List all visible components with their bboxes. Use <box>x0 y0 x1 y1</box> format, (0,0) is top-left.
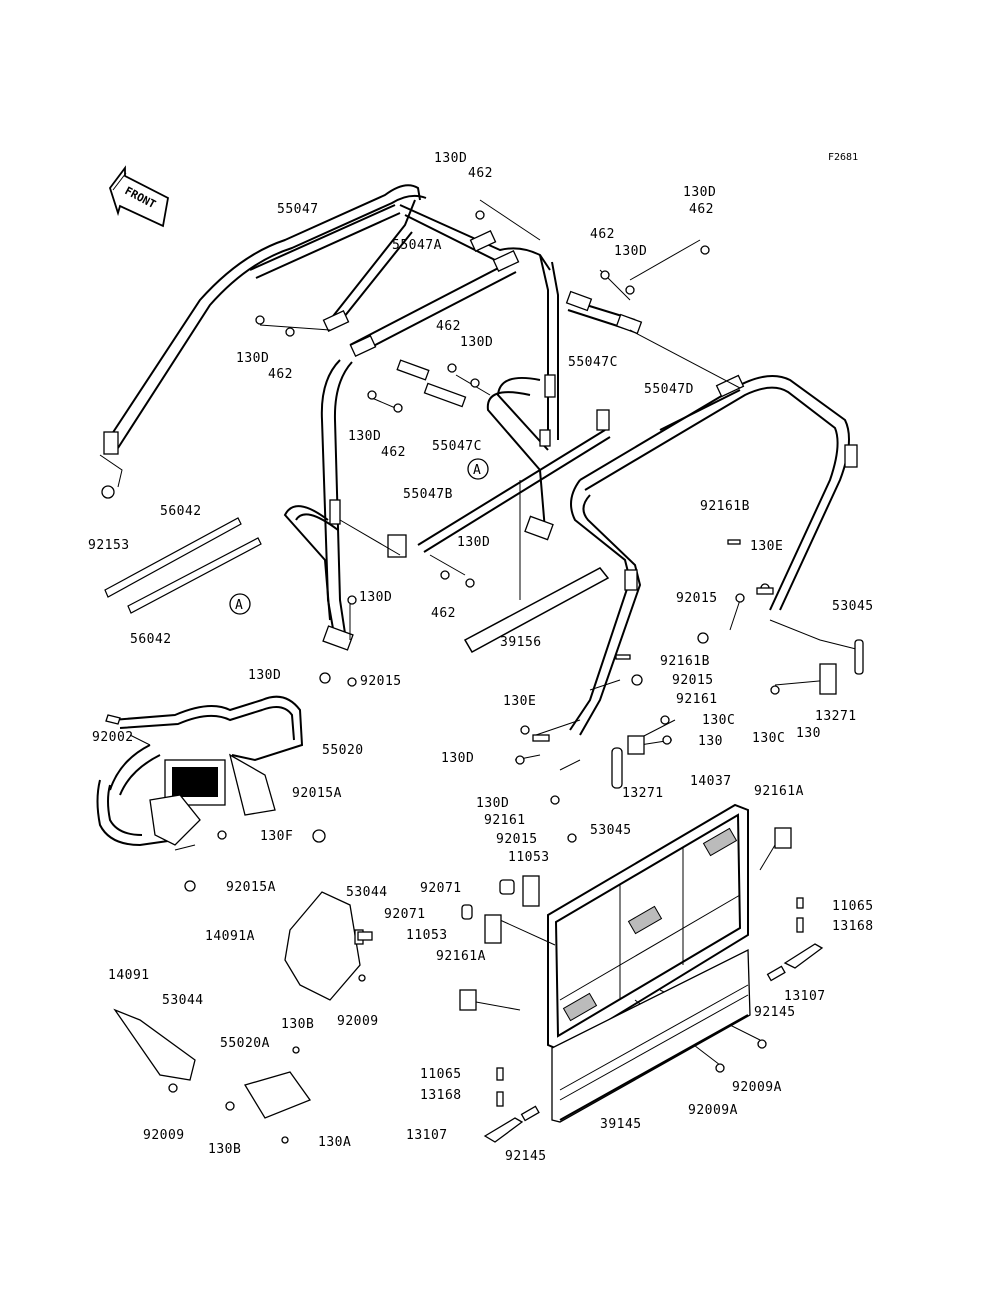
grab-bar-and-strips <box>104 517 610 654</box>
part-label: 92009A <box>688 1103 738 1118</box>
part-label: 462 <box>431 606 456 621</box>
part-label: 92015 <box>360 674 402 689</box>
part-label: 92161B <box>660 654 710 669</box>
part-label: 92153 <box>88 538 130 553</box>
part-label: 130D <box>476 796 509 811</box>
part-label: 55047A <box>392 238 442 253</box>
part-label: 130D <box>460 335 493 350</box>
cage-brackets <box>103 230 858 651</box>
part-label: 92071 <box>384 907 426 922</box>
part-label: 130D <box>348 429 381 444</box>
part-label: 13271 <box>815 709 857 724</box>
reference-markers: A A <box>229 458 489 615</box>
part-label: 56042 <box>160 504 202 519</box>
part-label: 462 <box>381 445 406 460</box>
part-label: 92161A <box>436 949 486 964</box>
reference-a-marker-2 <box>229 593 251 615</box>
part-label: 55020A <box>220 1036 270 1051</box>
part-label: 11065 <box>832 899 874 914</box>
part-label: 92002 <box>92 730 134 745</box>
part-label: 462 <box>590 227 615 242</box>
part-label: 130D <box>248 668 281 683</box>
part-label: 130D <box>236 351 269 366</box>
part-label: 130F <box>260 829 293 844</box>
part-label: 462 <box>436 319 461 334</box>
part-label: 130B <box>208 1142 241 1157</box>
part-label: 130 <box>796 726 821 741</box>
part-label: 92145 <box>754 1005 796 1020</box>
part-label: 55047C <box>568 355 618 370</box>
part-label: 130D <box>434 151 467 166</box>
part-label: 130D <box>457 535 490 550</box>
part-label: 11053 <box>406 928 448 943</box>
front-bumper <box>96 695 304 847</box>
part-label: 53044 <box>346 885 388 900</box>
part-label: 13107 <box>784 989 826 1004</box>
part-label: 130E <box>750 539 783 554</box>
part-label: 11065 <box>420 1067 462 1082</box>
part-label: 92161 <box>676 692 718 707</box>
part-label: 462 <box>268 367 293 382</box>
part-label: 92161A <box>754 784 804 799</box>
part-label: 55047C <box>432 439 482 454</box>
reference-a-label-2: A <box>235 598 243 613</box>
part-label: 92009A <box>732 1080 782 1095</box>
part-label: 92015 <box>672 673 714 688</box>
part-label: 13168 <box>420 1088 462 1103</box>
part-label: 92015 <box>676 591 718 606</box>
part-label: 14037 <box>690 774 732 789</box>
part-label: 53045 <box>832 599 874 614</box>
part-label: 14091A <box>205 929 255 944</box>
part-label: 130D <box>683 185 716 200</box>
part-label: 92161 <box>484 813 526 828</box>
part-label: 13168 <box>832 919 874 934</box>
part-number-labels: 55047 130D 462 130D 462 462 130D 55047A … <box>88 151 874 1164</box>
part-label: 92009 <box>337 1014 379 1029</box>
reference-a-marker-1 <box>467 458 489 480</box>
part-label: 92009 <box>143 1128 185 1143</box>
part-label: 130C <box>752 731 785 746</box>
part-label: 130 <box>698 734 723 749</box>
part-label: 92161B <box>700 499 750 514</box>
part-label: 53044 <box>162 993 204 1008</box>
part-label: 14091 <box>108 968 150 983</box>
part-label: 55047D <box>644 382 694 397</box>
part-label: 130B <box>281 1017 314 1032</box>
part-label: 462 <box>689 202 714 217</box>
part-label: 130C <box>702 713 735 728</box>
part-label: 130E <box>503 694 536 709</box>
part-label: 39156 <box>500 635 542 650</box>
small-parts <box>101 210 864 1144</box>
figure-code: F2681 <box>828 152 858 163</box>
part-label: 11053 <box>508 850 550 865</box>
part-label: 55047B <box>403 487 453 502</box>
part-label: 53045 <box>590 823 632 838</box>
part-label: 39145 <box>600 1117 642 1132</box>
part-label: 92015 <box>496 832 538 847</box>
part-label: 13271 <box>622 786 664 801</box>
part-label: 462 <box>468 166 493 181</box>
part-label: 92015A <box>226 880 276 895</box>
part-label: 130A <box>318 1135 351 1150</box>
part-label: 92015A <box>292 786 342 801</box>
part-label: 92071 <box>420 881 462 896</box>
roll-cage-frame <box>107 184 850 736</box>
part-label: 92145 <box>505 1149 547 1164</box>
part-label: 56042 <box>130 632 172 647</box>
front-direction-arrow: FRONT <box>109 165 170 228</box>
part-label: 13107 <box>406 1128 448 1143</box>
reference-a-label-1: A <box>473 463 481 478</box>
part-label: 130D <box>441 751 474 766</box>
part-label: 130D <box>614 244 647 259</box>
part-label: 55047 <box>277 202 319 217</box>
part-label: 130D <box>359 590 392 605</box>
part-label: 55020 <box>322 743 364 758</box>
cargo-gate <box>547 803 751 1123</box>
